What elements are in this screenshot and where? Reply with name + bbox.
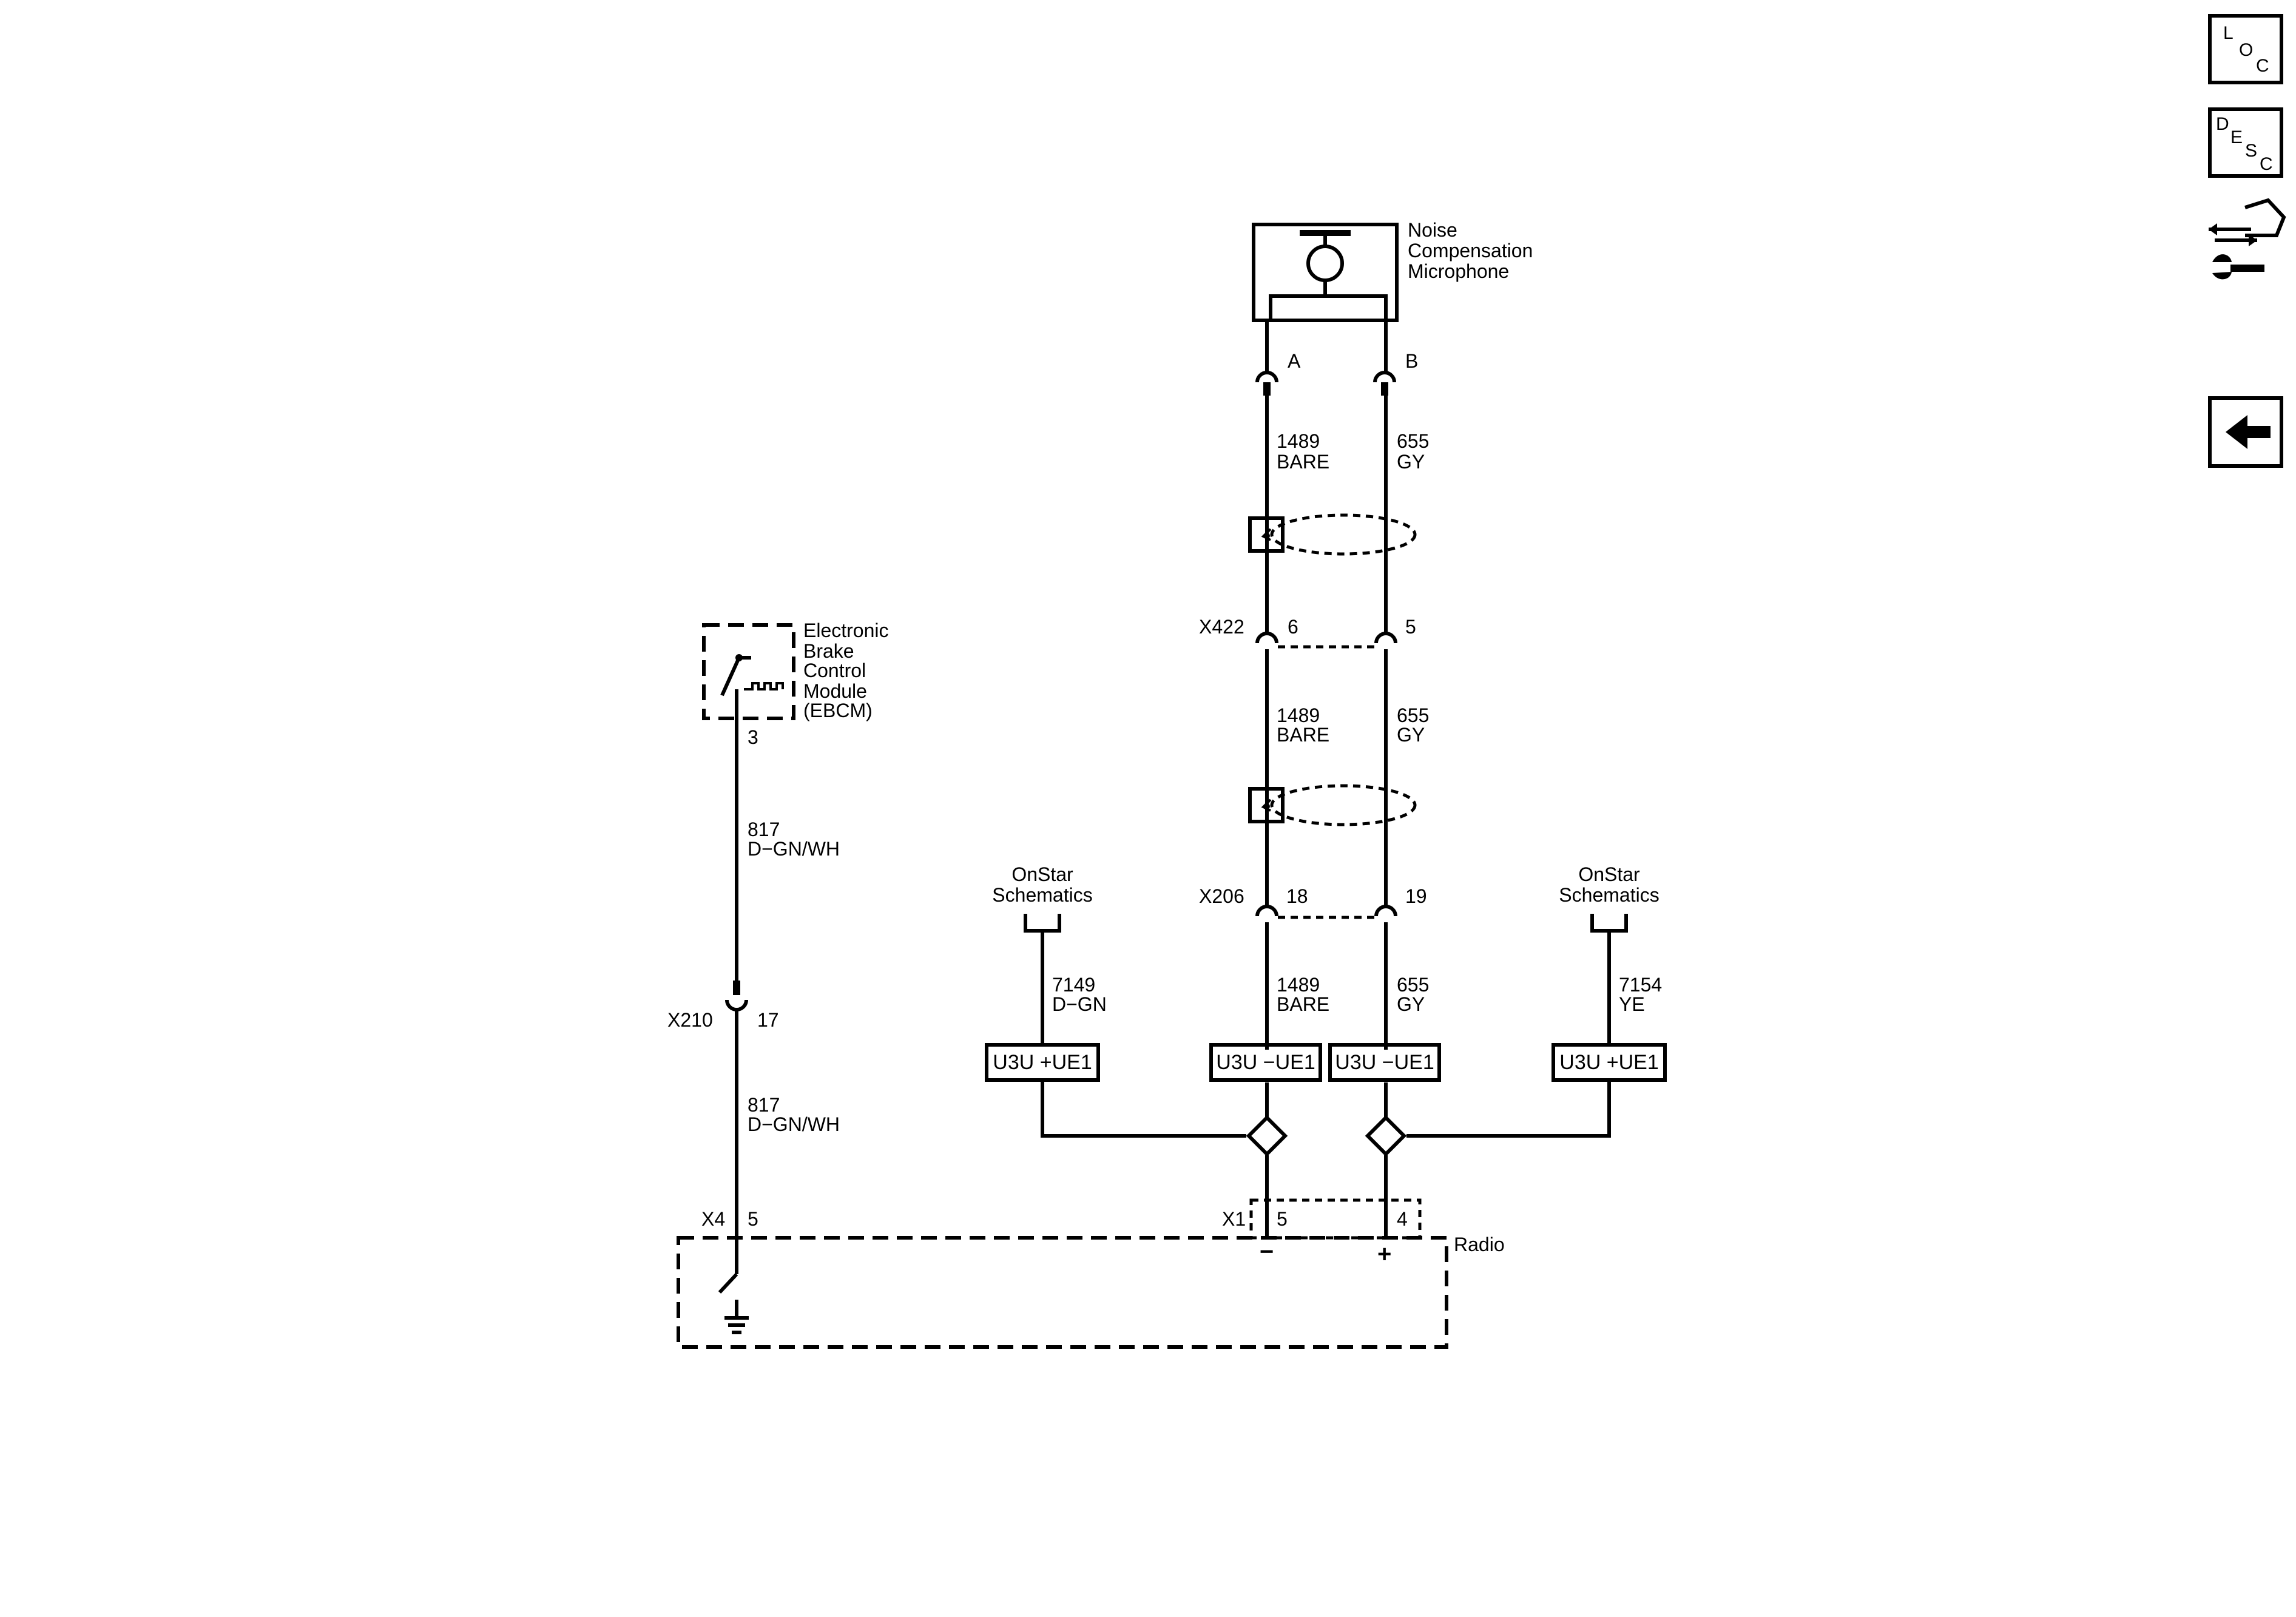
wire-left-lower-circuit: 1489 — [1277, 974, 1320, 996]
desc-letter-c: C — [2260, 154, 2273, 174]
desc-letter-d: D — [2216, 114, 2229, 134]
microphone-label-1: Noise — [1408, 219, 1457, 241]
radio-x4-label: X4 — [701, 1208, 725, 1230]
wire-left-lower-color: BARE — [1277, 993, 1329, 1015]
wire-right-mid-circuit: 655 — [1397, 704, 1429, 726]
wire-ebcm-upper-circuit: 817 — [748, 819, 780, 840]
radio-pin-plus: 4 — [1397, 1208, 1408, 1230]
wire-onstar-left-circuit: 7149 — [1052, 974, 1095, 996]
radio-label: Radio — [1454, 1234, 1505, 1255]
radio-module: Radio X4 5 X1 5 4 − + — [677, 1198, 1505, 1349]
ebcm-label-2: Brake — [803, 640, 854, 662]
ebcm-label-5: (EBCM) — [803, 700, 873, 721]
loc-letter-c: C — [2256, 56, 2269, 76]
wire-onstar-right-color: YE — [1619, 993, 1645, 1015]
ebcm-label-3: Control — [803, 660, 866, 681]
wire-right-upper-color: GY — [1397, 451, 1425, 473]
option-right-plus: U3U +UE1 — [1559, 1051, 1658, 1074]
onstar-left-label-1: OnStar — [1011, 863, 1073, 885]
pin-b-label: B — [1405, 350, 1418, 372]
microphone-label-2: Compensation — [1408, 240, 1533, 262]
wire-ebcm-lower-circuit: 817 — [748, 1094, 780, 1116]
onstar-schematics-left: OnStar Schematics 7149 D−GN — [992, 863, 1246, 1138]
wire-right-upper-circuit: 655 — [1397, 430, 1429, 452]
wire-left-upper-color: BARE — [1277, 451, 1329, 473]
x210-pin: 17 — [757, 1009, 779, 1031]
ebcm-label-1: Electronic — [803, 619, 889, 641]
radio-minus-symbol: − — [1260, 1238, 1274, 1265]
wire-right-lower-circuit: 655 — [1397, 974, 1429, 996]
ebcm-module: Electronic Brake Control Module (EBCM) 3 — [702, 619, 889, 748]
ebcm-label-4: Module — [803, 680, 867, 702]
wire-ebcm-lower-color: D−GN/WH — [748, 1113, 840, 1135]
loc-letter-l: L — [2223, 23, 2234, 43]
back-arrow-icon[interactable] — [2208, 396, 2283, 468]
x206-pin-left: 18 — [1286, 885, 1308, 907]
pin-a-label: A — [1288, 350, 1301, 372]
x422-label: X422 — [1199, 616, 1244, 638]
radio-x4-pin: 5 — [748, 1208, 758, 1230]
x210-label: X210 — [667, 1009, 713, 1031]
loc-button[interactable]: L O C — [2208, 14, 2283, 84]
ebcm-wire: 817 D−GN/WH X210 17 817 D−GN/WH — [667, 718, 840, 1274]
microphone-pins: A B — [1255, 350, 1418, 396]
ebcm-pin-label: 3 — [748, 726, 758, 748]
wire-right-lower-color: GY — [1397, 993, 1425, 1015]
x422-pin-right: 5 — [1405, 616, 1416, 638]
wire-right-mid-color: GY — [1397, 724, 1425, 746]
microphone-label-3: Microphone — [1408, 260, 1509, 282]
onstar-right-label-1: OnStar — [1578, 863, 1640, 885]
option-left-plus: U3U +UE1 — [993, 1051, 1092, 1074]
option-mid-minus-left: U3U −UE1 — [1216, 1051, 1315, 1074]
onstar-schematics-right: OnStar Schematics 7154 YE — [1406, 863, 1662, 1138]
radio-plus-symbol: + — [1377, 1241, 1391, 1268]
desc-button[interactable]: D E S C — [2208, 107, 2283, 178]
connector-x206: X206 18 19 — [1199, 885, 1427, 919]
option-boxes: U3U +UE1 U3U −UE1 U3U −UE1 U3U +UE1 — [985, 1043, 1667, 1082]
wire-onstar-right-circuit: 7154 — [1619, 974, 1662, 996]
shield-upper — [1248, 513, 1417, 556]
onstar-left-label-2: Schematics — [992, 884, 1092, 906]
wire-onstar-left-color: D−GN — [1052, 993, 1107, 1015]
wire-left-mid-circuit: 1489 — [1277, 704, 1320, 726]
x206-label: X206 — [1199, 885, 1244, 907]
desc-letter-e: E — [2230, 127, 2243, 147]
shield-lower — [1248, 784, 1417, 826]
wire-left-upper-circuit: 1489 — [1277, 430, 1320, 452]
microphone: Noise Compensation Microphone — [1252, 219, 1533, 322]
shielded-pair-wires — [1265, 320, 1388, 1238]
x206-pin-right: 19 — [1405, 885, 1427, 907]
radio-x1-label: X1 — [1222, 1208, 1246, 1230]
radio-pin-minus: 5 — [1277, 1208, 1288, 1230]
connector-tool-icon[interactable] — [2209, 198, 2286, 280]
wire-left-mid-color: BARE — [1277, 724, 1329, 746]
loc-letter-o: O — [2239, 40, 2253, 60]
x422-pin-left: 6 — [1288, 616, 1298, 638]
wire-ebcm-upper-color: D−GN/WH — [748, 838, 840, 860]
splice-diamonds — [1246, 1115, 1407, 1157]
option-mid-minus-right: U3U −UE1 — [1335, 1051, 1434, 1074]
onstar-right-label-2: Schematics — [1559, 884, 1659, 906]
desc-letter-s: S — [2245, 141, 2257, 161]
connector-x422: X422 6 5 — [1199, 616, 1416, 649]
